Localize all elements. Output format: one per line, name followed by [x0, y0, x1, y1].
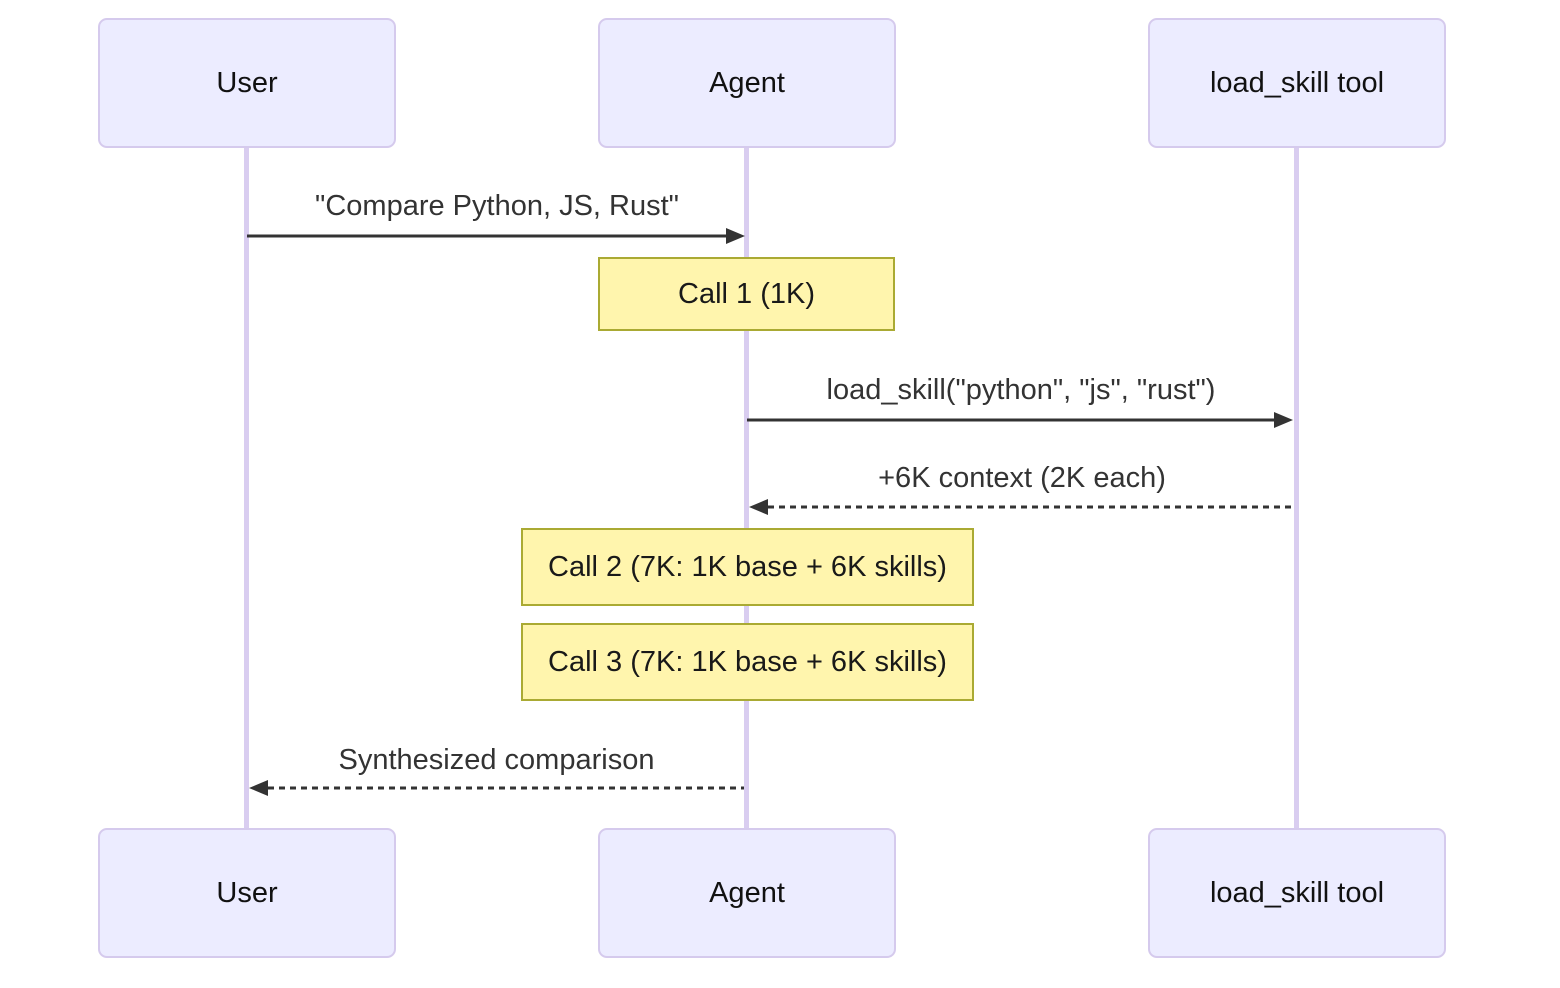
note-label: Call 2 (7K: 1K base + 6K skills) — [548, 550, 947, 583]
note-call-2: Call 2 (7K: 1K base + 6K skills) — [521, 528, 974, 606]
arrowhead-right-icon — [726, 228, 745, 244]
actor-label: load_skill tool — [1209, 66, 1385, 99]
message-arrow-compare — [247, 225, 747, 247]
arrowhead-left-icon — [249, 780, 268, 796]
lifeline-agent — [744, 148, 749, 828]
message-label-synthesized: Synthesized comparison — [338, 744, 655, 776]
arrowhead-left-icon — [749, 499, 768, 515]
note-label: Call 1 (1K) — [678, 277, 815, 310]
note-label: Call 3 (7K: 1K base + 6K skills) — [548, 645, 947, 678]
lifeline-tool — [1294, 148, 1299, 828]
actor-tool-bottom: load_skill tool — [1148, 828, 1446, 958]
arrow-left-dashed — [749, 499, 1295, 515]
actor-label: User — [216, 66, 278, 99]
actor-user-top: User — [98, 18, 396, 148]
arrow-right-solid — [747, 412, 1293, 428]
note-call-1: Call 1 (1K) — [598, 257, 895, 331]
actor-user-bottom: User — [98, 828, 396, 958]
note-call-3: Call 3 (7K: 1K base + 6K skills) — [521, 623, 974, 701]
actor-label: load_skill tool — [1209, 876, 1385, 909]
actor-tool-top: load_skill tool — [1148, 18, 1446, 148]
arrow-left-dashed — [249, 780, 744, 796]
message-arrow-synthesized — [249, 777, 744, 799]
actor-label: Agent — [709, 876, 785, 909]
message-arrow-context — [749, 496, 1295, 518]
message-label-compare: "Compare Python, JS, Rust" — [315, 190, 679, 222]
actor-agent-top: Agent — [598, 18, 896, 148]
actor-agent-bottom: Agent — [598, 828, 896, 958]
message-label-load-skill: load_skill("python", "js", "rust") — [826, 374, 1216, 406]
message-label-context: +6K context (2K each) — [878, 462, 1166, 494]
lifeline-user — [244, 148, 249, 828]
actor-label: Agent — [709, 66, 785, 99]
arrow-right-solid — [247, 228, 745, 244]
arrowhead-right-icon — [1274, 412, 1293, 428]
message-arrow-load-skill — [747, 409, 1295, 431]
actor-label: User — [216, 876, 278, 909]
